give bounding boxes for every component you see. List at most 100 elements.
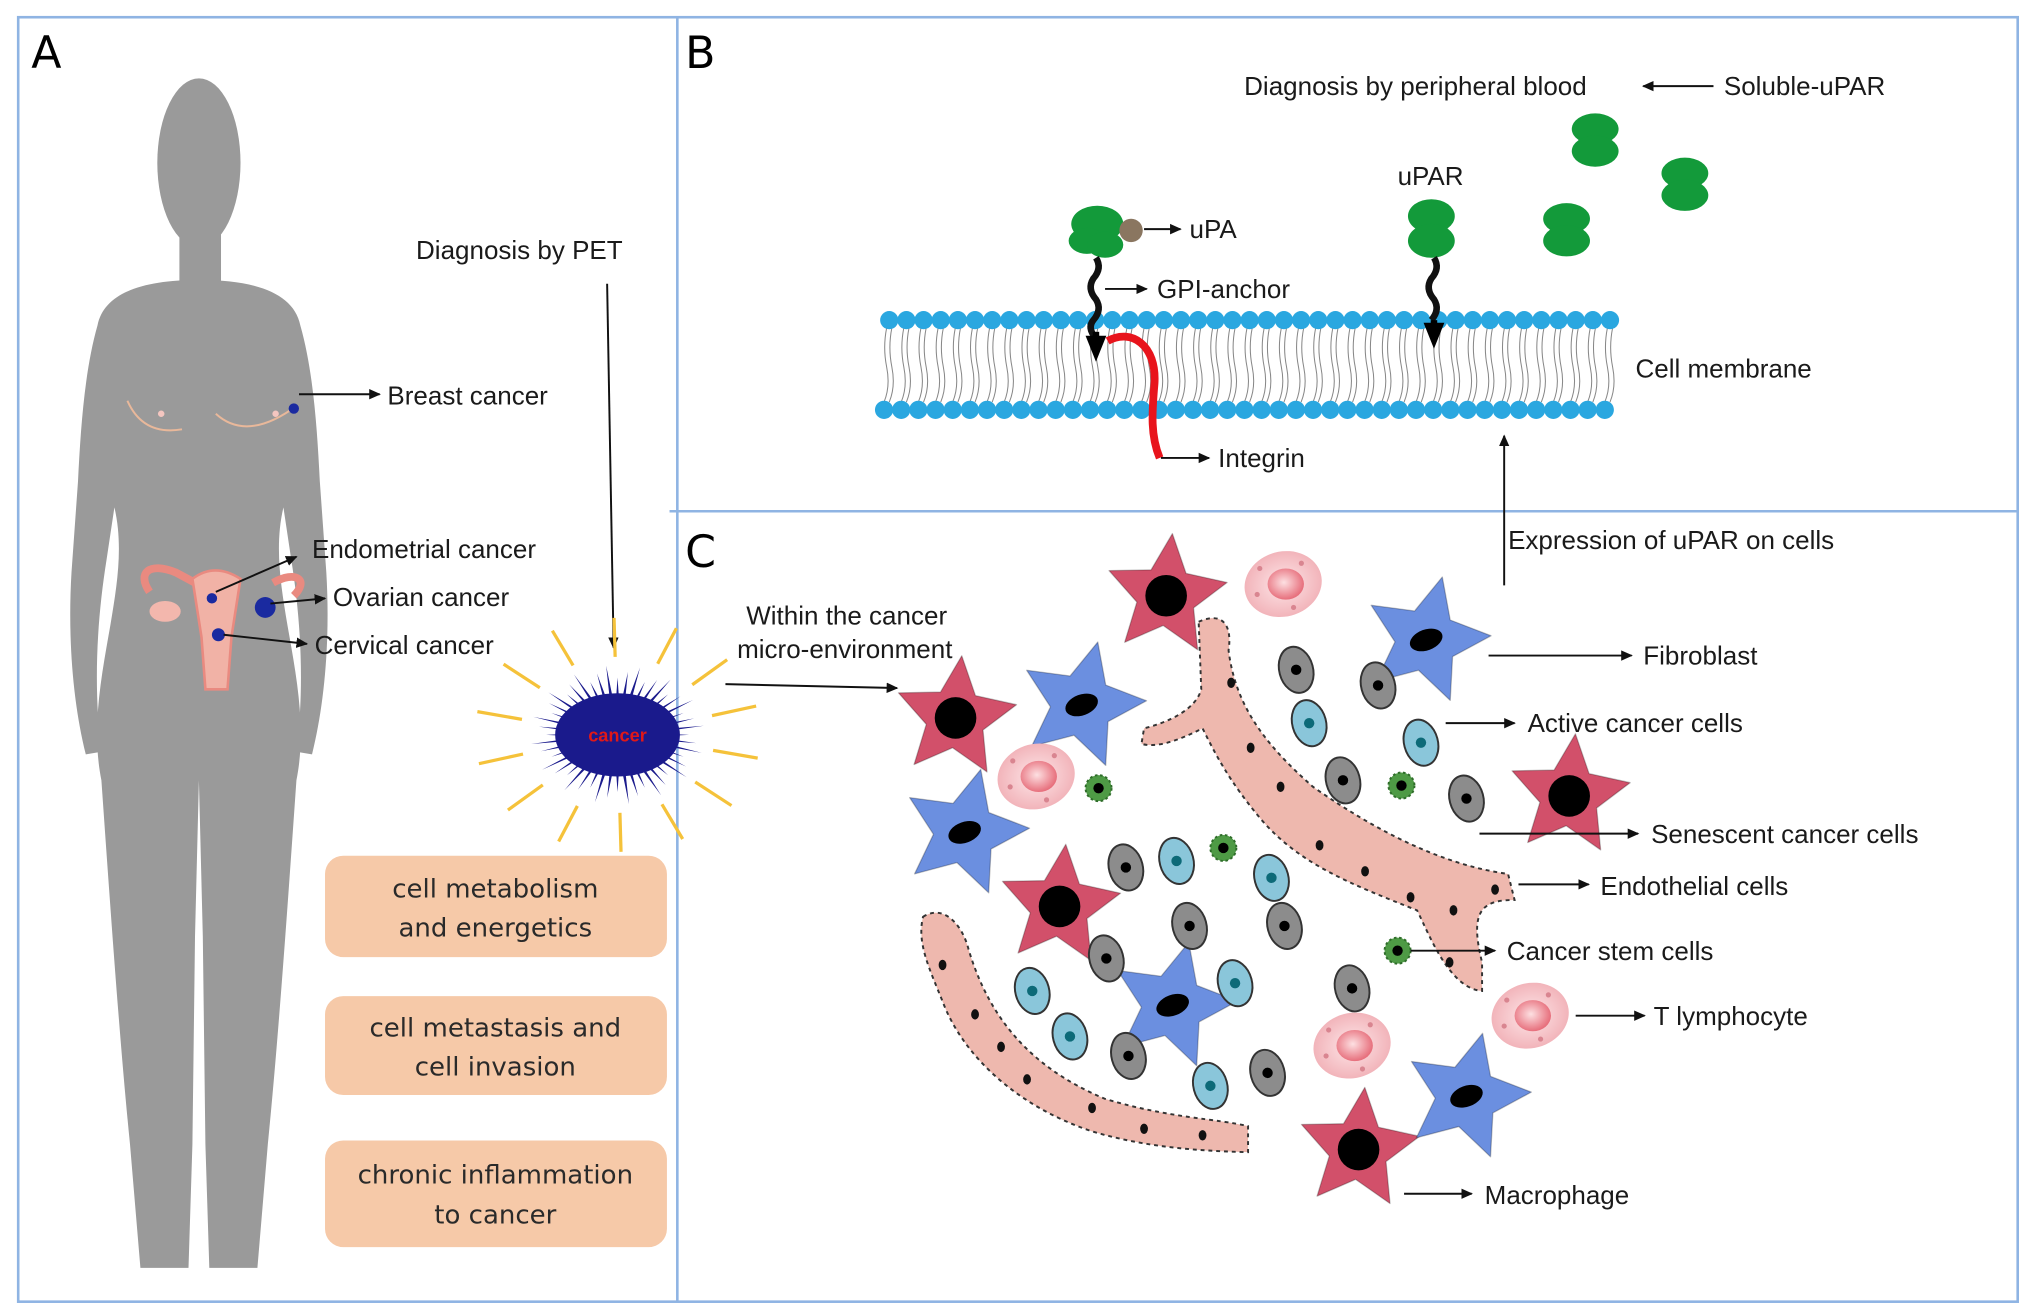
lipid-head-inner — [1098, 400, 1117, 419]
lipid-head-inner — [1132, 400, 1151, 419]
lipid-tail — [1518, 327, 1529, 403]
t-lymphocyte-nucleus — [1020, 760, 1057, 793]
svg-text:to cancer: to cancer — [434, 1201, 556, 1231]
endothelial-nucleus — [1406, 892, 1415, 903]
active-cancer-cell — [1402, 718, 1440, 767]
arrow-pet — [606, 283, 619, 650]
label-gpi-anchor: GPI-anchor — [1157, 274, 1290, 304]
endothelial-nucleus — [1276, 781, 1285, 793]
active-cancer-cell-nucleus — [1064, 1031, 1076, 1042]
fibroblast-nucleus — [1065, 693, 1098, 717]
macrophage-nucleus — [1337, 1128, 1380, 1171]
t-lymphocyte-nucleus — [1336, 1029, 1373, 1062]
fibroblast-cell — [1370, 576, 1492, 702]
lipid-head-inner — [1441, 400, 1460, 419]
cell-membrane-bilayer — [874, 311, 1620, 419]
cancer-stem-cell — [1387, 771, 1416, 800]
endothelial-nucleus — [938, 959, 947, 971]
senescent-cancer-cell — [1277, 645, 1315, 694]
lipid-head-outer — [1240, 311, 1259, 330]
cancer-stem-cell — [1209, 833, 1238, 862]
svg-text:and energetics: and energetics — [398, 913, 592, 943]
lipid-head-outer — [1394, 311, 1414, 330]
breast-tumor — [288, 403, 300, 414]
fibroblast-cell — [1410, 1032, 1532, 1158]
nipple-left — [157, 410, 165, 417]
lipid-tail — [935, 327, 946, 403]
active-cancer-cell — [1051, 1012, 1089, 1061]
lipid-tail — [969, 327, 980, 403]
t-lymphocyte-cell — [1244, 551, 1322, 618]
lipid-head-outer — [1497, 311, 1517, 330]
lipid-head-inner — [909, 400, 928, 419]
t-lymphocyte-granule — [1367, 1022, 1373, 1028]
active-cancer-cell-nucleus — [1266, 872, 1277, 884]
lipid-tail — [883, 327, 894, 403]
lipid-head-inner — [1235, 400, 1254, 419]
senescent-cancer-cell — [1087, 934, 1125, 983]
outer-border — [16, 15, 2019, 1303]
lipid-head-outer — [1566, 311, 1585, 330]
lipid-head-inner — [1252, 400, 1271, 419]
lipid-tail — [1329, 327, 1341, 403]
senescent-cancer-cell-nucleus — [1262, 1067, 1273, 1079]
fibroblast-nucleus — [948, 821, 981, 844]
macrophage-cell — [1511, 733, 1631, 851]
lipid-head-inner — [1115, 400, 1134, 419]
lipid-tail — [1552, 327, 1564, 403]
label-upa: uPA — [1190, 214, 1238, 244]
fibroblast-nucleus — [1450, 1084, 1483, 1108]
lipid-head-inner — [1527, 400, 1546, 419]
label-cell-membrane: Cell membrane — [1635, 353, 1811, 383]
label-active-cancer-cells: Active cancer cells — [1528, 708, 1743, 738]
integrin-shape — [1105, 332, 1164, 460]
lipid-tail — [1449, 327, 1461, 403]
lipid-tail — [1209, 327, 1220, 403]
blood-vessels — [920, 617, 1516, 1154]
lipid-tail — [1020, 327, 1032, 403]
stem-nucleus — [1392, 945, 1403, 956]
stem-nucleus — [1218, 842, 1229, 854]
t-lymphocyte-granule — [1323, 1053, 1329, 1059]
lipid-head-inner — [1561, 400, 1580, 419]
label-blood-diagnosis: Diagnosis by peripheral blood — [1244, 71, 1587, 101]
soluble-upar-1 — [1571, 113, 1619, 167]
endothelial-nucleus — [971, 1009, 979, 1020]
label-cervical-cancer: Cervical cancer — [315, 630, 495, 660]
lipid-tail — [1587, 327, 1598, 403]
vessel-lower — [920, 911, 1250, 1154]
lipid-head-inner — [1080, 400, 1100, 419]
lipid-head-outer — [965, 311, 985, 330]
svg-text:cell invasion: cell invasion — [415, 1052, 576, 1082]
senescent-cancer-cell — [1448, 774, 1485, 823]
lipid-tail — [1501, 327, 1512, 403]
lipid-tail — [1381, 327, 1392, 403]
macrophage-nucleus — [1145, 574, 1187, 617]
membrane-upar — [1407, 199, 1455, 349]
t-lymphocyte-cell — [1313, 1012, 1391, 1079]
lipid-head-outer — [1309, 311, 1328, 330]
t-lymphocyte-cell — [997, 743, 1075, 810]
senescent-cancer-cell-nucleus — [1184, 920, 1195, 932]
lipid-tail — [1604, 327, 1615, 403]
ray — [557, 805, 579, 843]
lipid-head-inner — [874, 400, 894, 419]
ray — [656, 627, 678, 665]
lipid-tail — [1484, 327, 1495, 403]
cancer-stem-cell — [1084, 774, 1113, 803]
t-lymphocyte-granule — [1545, 992, 1551, 998]
lipid-head-outer — [1274, 311, 1294, 330]
t-lymphocyte-granule — [1010, 758, 1016, 764]
lipid-head-outer — [914, 311, 933, 330]
lipid-head-inner — [960, 400, 979, 419]
female-silhouette — [70, 78, 328, 1268]
lipid-head-outer — [1223, 311, 1242, 330]
lipid-tail — [1278, 327, 1289, 403]
lipid-head-outer — [1515, 311, 1534, 330]
lipid-head-inner — [1595, 400, 1614, 419]
panel-a: A Breast cancer Endometrial cancer Ova — [31, 28, 758, 1268]
lipid-head-inner — [1338, 400, 1357, 419]
endothelial-nucleus — [1315, 840, 1324, 851]
lipid-tail — [917, 327, 929, 403]
lipid-head-inner — [995, 400, 1014, 419]
